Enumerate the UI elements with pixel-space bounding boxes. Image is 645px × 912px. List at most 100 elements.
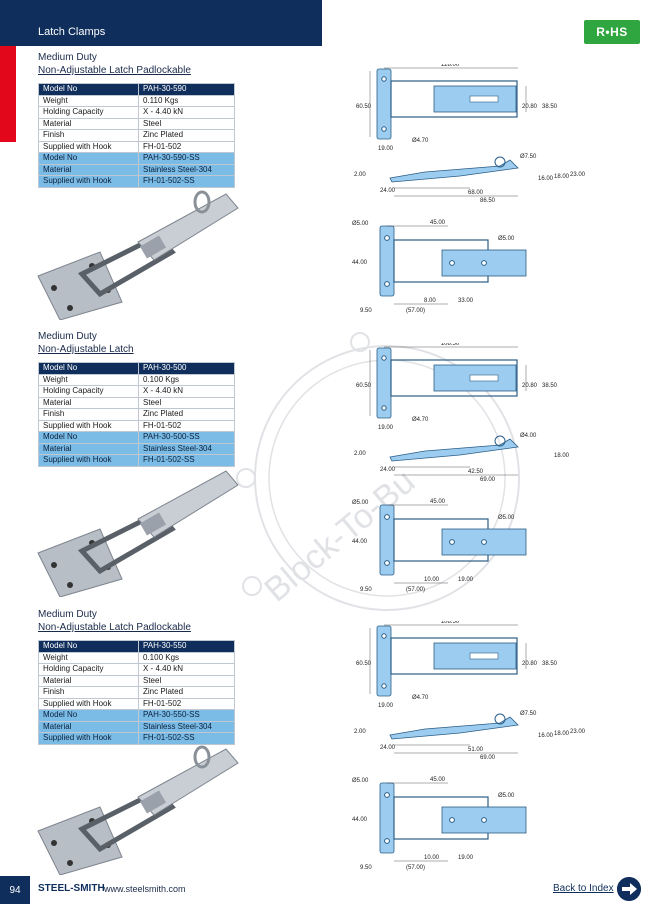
dimension-bot-total: (57.00) [406,308,425,314]
dimension-right1: 20.80 [522,661,538,667]
spec-key: Supplied with Hook [38,175,139,188]
spec-value: PAH-30-550 [138,640,235,653]
dimension-hole: Ø4.70 [412,695,429,701]
spec-key: Model No [38,431,139,444]
dimension-foot: 19.00 [378,146,394,152]
dimension-bot-a: 10.00 [424,855,440,861]
dimension-foot: 19.00 [378,703,394,709]
dimension-bot-edge: 9.50 [360,308,372,314]
dimension-bot-total: (57.00) [406,587,425,593]
spec-key: Supplied with Hook [38,454,139,467]
dimension-h3: 23.00 [570,729,586,735]
spec-value: 0.110 Kgs [138,94,235,107]
dimension-bot-w: 45.00 [430,499,446,505]
spec-key: Model No [38,152,139,165]
red-side-tab [0,46,16,142]
spec-key: Model No [38,83,139,96]
spec-key: Model No [38,640,139,653]
dimension-ring: Ø7.50 [520,711,537,717]
dimension-side-thick: 2.00 [354,172,366,178]
dimension-h3: 23.00 [570,172,586,178]
header-bar [0,0,322,46]
spec-value: Stainless Steel-304 [138,720,235,733]
spec-value: 0.100 Kgs [138,651,235,664]
spec-key: Holding Capacity [38,385,139,398]
spec-key: Finish [38,129,139,142]
spec-key: Model No [38,709,139,722]
spec-value: Steel [138,674,235,687]
spec-value: Zinc Plated [138,686,235,699]
spec-value: PAH-30-500-SS [138,431,235,444]
spec-value: FH-01-502 [138,697,235,710]
spec-key: Supplied with Hook [38,419,139,432]
dimension-bot-a: 8.00 [424,298,436,304]
dimension-bot-b: 33.00 [458,298,474,304]
spec-value: X - 4.40 kN [138,106,235,119]
dimension-ring: Ø7.50 [520,154,537,160]
dimension-right2: 38.50 [542,661,558,667]
spec-key: Material [38,163,139,176]
spec-key: Weight [38,94,139,107]
dimension-side-thick: 2.00 [354,729,366,735]
dimension-bot-edge: 9.50 [360,865,372,871]
dimension-bot-hole: Ø5.00 [352,221,369,227]
spec-key: Model No [38,362,139,375]
spec-key: Material [38,117,139,130]
spec-key: Holding Capacity [38,663,139,676]
dimension-bot-b: 19.00 [458,577,474,583]
rohs-badge: R•HS [584,20,640,44]
dimension-left-h: 60.50 [356,383,372,389]
footer-brand: STEEL-SMITH [38,883,105,894]
spec-key: Material [38,674,139,687]
page-number: 94 [0,876,30,904]
dimension-bot-h: 44.00 [352,539,368,545]
section-subtitle: Non-Adjustable Latch Padlockable [38,65,191,76]
dimension-bot-w: 45.00 [430,777,446,783]
spec-key: Weight [38,373,139,386]
dimension-bot-h: 44.00 [352,817,368,823]
spec-value: PAH-30-590 [138,83,235,96]
dimension-len2: 86.50 [480,198,496,204]
dimension-foot: 19.00 [378,425,394,431]
spec-value: PAH-30-550-SS [138,709,235,722]
dimension-bot-hole2: Ø5.00 [498,236,515,242]
section-category: Medium Duty [38,331,97,342]
dimension-len2: 69.00 [480,477,496,483]
arrow-right-icon[interactable] [617,877,641,901]
dimension-h2: 18.00 [554,453,570,459]
spec-key: Holding Capacity [38,106,139,119]
spec-key: Finish [38,686,139,699]
dimension-top-width: 108.50 [441,621,460,625]
dimension-len1: 68.00 [468,190,484,196]
dimension-left-h: 60.50 [356,104,372,110]
spec-key: Weight [38,651,139,664]
dimension-bot-edge: 9.50 [360,587,372,593]
spec-value: Stainless Steel-304 [138,442,235,455]
spec-value: FH-01-502-SS [138,175,235,188]
spec-key: Finish [38,408,139,421]
footer-url-link[interactable]: www.steelsmith.com [104,884,186,894]
dimension-bot-a: 10.00 [424,577,440,583]
spec-value: FH-01-502-SS [138,454,235,467]
back-to-index-link[interactable]: Back to Index [553,883,614,894]
